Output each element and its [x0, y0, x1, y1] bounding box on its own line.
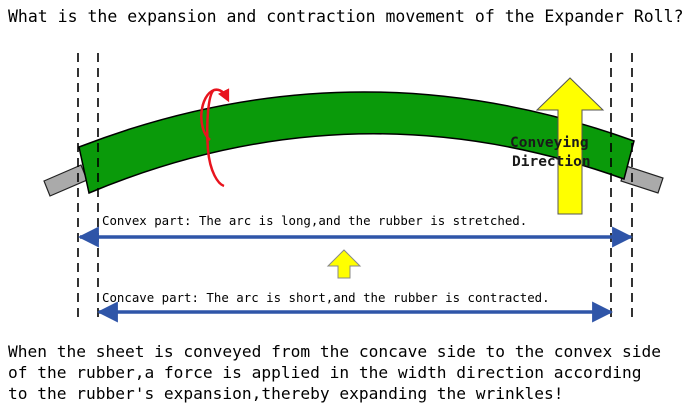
concave-part-label: Concave part: The arc is short,and the r… — [102, 290, 550, 305]
expansion-arrow-icon — [326, 249, 362, 279]
description-line: of the rubber,a force is applied in the … — [8, 363, 642, 382]
conveying-direction-arrow-icon — [535, 77, 605, 215]
description-text: When the sheet is conveyed from the conc… — [8, 341, 694, 404]
diagram-title: What is the expansion and contraction mo… — [8, 7, 684, 26]
rotation-arrow-icon — [200, 88, 230, 188]
description-line: to the rubber's expansion,thereby expand… — [8, 384, 564, 403]
description-line: When the sheet is conveyed from the conc… — [8, 342, 661, 361]
right-shaft — [620, 165, 664, 194]
roll-body — [78, 91, 635, 195]
conveying-label-line1: Conveying — [510, 135, 589, 151]
conveying-label-line2: Direction — [512, 154, 591, 170]
convex-part-label: Convex part: The arc is long,and the rub… — [102, 213, 527, 228]
left-shaft — [43, 164, 88, 197]
